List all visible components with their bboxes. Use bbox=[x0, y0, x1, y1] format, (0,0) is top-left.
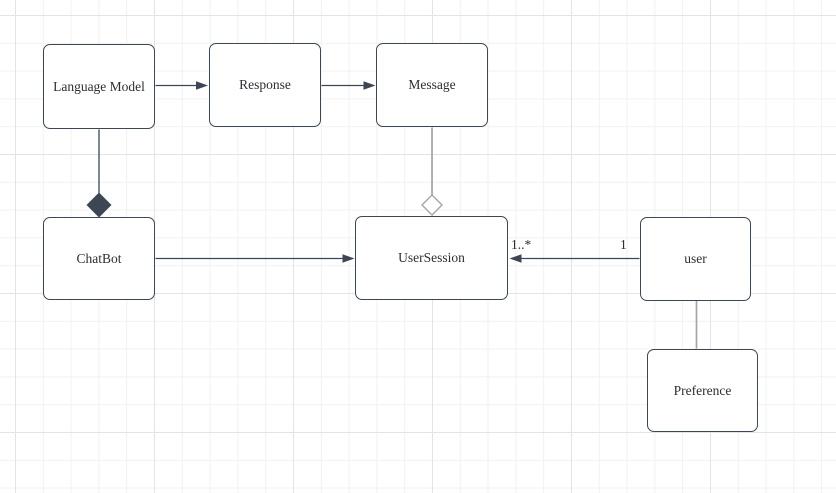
node-label: Language Model bbox=[53, 78, 145, 94]
edge-response-message[interactable] bbox=[321, 81, 376, 90]
node-label: ChatBot bbox=[76, 250, 122, 266]
node-response[interactable]: Response bbox=[209, 43, 321, 127]
node-chatbot[interactable]: ChatBot bbox=[43, 217, 155, 300]
arrowhead-right-icon bbox=[363, 81, 376, 90]
arrowhead-right-icon bbox=[342, 254, 355, 263]
node-label: Preference bbox=[673, 382, 732, 398]
edge-languagemodel-chatbot[interactable] bbox=[86, 129, 112, 218]
multiplicity-label-usersession: 1..* bbox=[511, 237, 532, 252]
node-label: UserSession bbox=[398, 250, 465, 266]
arrowhead-right-icon bbox=[196, 81, 208, 90]
node-label: Response bbox=[239, 77, 291, 93]
multiplicity-label-user: 1 bbox=[620, 237, 627, 252]
arrowhead-left-icon bbox=[509, 254, 522, 263]
node-language-model[interactable]: Language Model bbox=[43, 44, 155, 129]
node-user-session[interactable]: UserSession bbox=[355, 216, 508, 300]
edge-chatbot-usersession[interactable] bbox=[155, 254, 355, 263]
filled-diamond-icon bbox=[86, 192, 112, 218]
node-label: Message bbox=[408, 77, 456, 93]
edge-languagemodel-response[interactable] bbox=[155, 81, 209, 90]
node-user[interactable]: user bbox=[640, 217, 751, 301]
hollow-diamond-icon bbox=[421, 194, 443, 216]
edge-message-usersession[interactable] bbox=[421, 127, 443, 216]
node-message[interactable]: Message bbox=[376, 43, 488, 127]
node-preference[interactable]: Preference bbox=[647, 349, 758, 432]
node-label: user bbox=[684, 251, 707, 267]
edge-user-usersession[interactable] bbox=[509, 254, 640, 263]
